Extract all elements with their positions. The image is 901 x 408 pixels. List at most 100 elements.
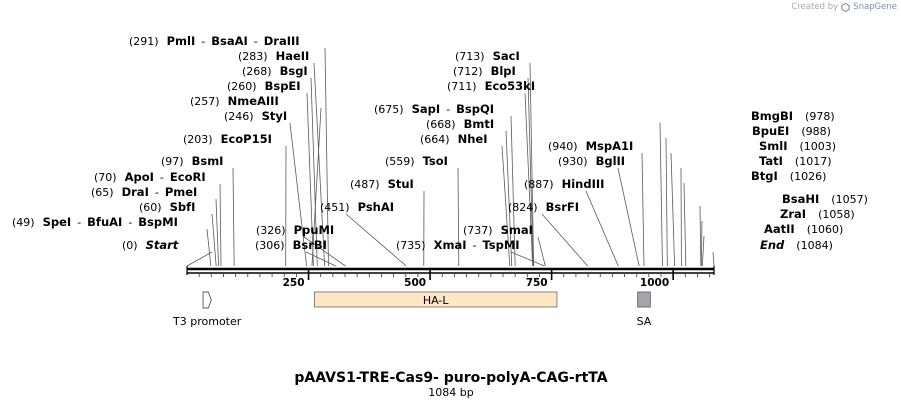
cut-site-leader bbox=[215, 198, 220, 267]
tick-label: 1000 bbox=[640, 277, 669, 289]
cut-position: (257) bbox=[190, 95, 220, 108]
cut-site-label: (257)NmeAIII bbox=[190, 94, 279, 108]
cut-site-leader bbox=[659, 122, 663, 267]
cut-site-leader bbox=[232, 167, 235, 267]
cut-site-label: (65)DraI-PmeI bbox=[91, 185, 197, 199]
cut-site-leader bbox=[665, 137, 668, 267]
enzyme-name: BsaAI bbox=[211, 34, 248, 48]
enzyme-name: PshAI bbox=[358, 200, 394, 214]
cut-site-label: (737)SmaI bbox=[463, 223, 533, 237]
cut-site-leader bbox=[311, 107, 322, 267]
enzyme-name: XmaI bbox=[434, 238, 467, 252]
enzyme-name: HindIII bbox=[562, 177, 605, 191]
cut-site-leader bbox=[641, 152, 645, 267]
cut-position: (1060) bbox=[807, 223, 844, 236]
enzyme-name: NheI bbox=[458, 132, 488, 146]
enzyme-name: BsgI bbox=[280, 64, 308, 78]
cut-position: (930) bbox=[558, 155, 588, 168]
cut-site-leader bbox=[529, 62, 535, 267]
cut-site-leader bbox=[617, 167, 640, 267]
enzyme-name: StyI bbox=[262, 109, 288, 123]
cut-site-leader bbox=[305, 251, 336, 267]
cut-site-leader bbox=[524, 92, 534, 267]
cut-site-label: BmgBI (978) bbox=[751, 109, 835, 123]
cut-position: (0) bbox=[122, 239, 138, 252]
cut-site-label: (675) SapI-BspQI bbox=[374, 102, 494, 116]
snapgene-credit: Created by SnapGene bbox=[791, 2, 897, 12]
cut-site-label: (326) PpuMI bbox=[256, 223, 334, 237]
cut-site-label: (487)StuI bbox=[350, 177, 414, 191]
snapgene-logo-icon bbox=[841, 2, 850, 12]
cut-position: (326) bbox=[256, 224, 286, 237]
enzyme-name: EcoP15I bbox=[221, 132, 272, 146]
cut-position: (306) bbox=[255, 239, 285, 252]
cut-site-label: End(1084) bbox=[760, 238, 833, 252]
cut-site-label: SmlI (1003) bbox=[759, 139, 836, 153]
cut-site-leader bbox=[701, 235, 705, 267]
cut-site-leader bbox=[310, 77, 318, 267]
tick-label: 750 bbox=[526, 277, 548, 289]
cut-site-label: (260)BspEI bbox=[227, 79, 301, 93]
enzyme-name: BsmI bbox=[192, 154, 224, 168]
cut-site-label: (664)NheI bbox=[420, 132, 487, 146]
cut-position: (824) bbox=[508, 201, 538, 214]
cut-site-label: (246)StyI bbox=[224, 109, 287, 123]
enzyme-name: BsrFI bbox=[546, 200, 579, 214]
enzyme-name: AatII bbox=[764, 222, 795, 236]
cut-position: (1003) bbox=[800, 140, 837, 153]
cut-site-leader bbox=[505, 130, 513, 267]
cut-site-leader bbox=[306, 92, 314, 267]
cut-site-label: (70)ApoI-EcoRI bbox=[94, 170, 206, 184]
tick-label: 250 bbox=[283, 277, 305, 289]
ruler-ticks: 250 500 750 1000 bbox=[198, 268, 711, 289]
enzyme-name: TsoI bbox=[423, 154, 448, 168]
enzyme-name: PmeI bbox=[165, 185, 198, 199]
cut-position: (940) bbox=[548, 140, 578, 153]
cut-position: (737) bbox=[463, 224, 493, 237]
cut-position: (675) bbox=[374, 103, 404, 116]
map-title: pAAVS1-TRE-Cas9- puro-polyA-CAG-rtTA bbox=[294, 370, 607, 386]
cut-site-leader bbox=[501, 145, 511, 267]
enzyme-name: SmlI bbox=[759, 139, 788, 153]
cut-position: (712) bbox=[453, 65, 483, 78]
cut-position: (887) bbox=[524, 178, 554, 191]
cut-site-leaders bbox=[186, 47, 715, 267]
cut-position: (668) bbox=[426, 118, 456, 131]
cut-position: (1057) bbox=[831, 193, 868, 206]
cut-position: (559) bbox=[385, 155, 415, 168]
feature-label: T3 promoter bbox=[172, 315, 242, 328]
cut-site-label: (60)SbfI bbox=[139, 200, 195, 214]
name-separator: - bbox=[155, 186, 159, 199]
enzyme-name: BmgBI bbox=[751, 109, 793, 123]
enzyme-name: BspQI bbox=[456, 102, 494, 116]
cut-site-label: (940) MspA1I bbox=[548, 139, 633, 153]
cut-site-label: (735)XmaI-TspMI bbox=[396, 238, 520, 252]
cut-position: (451) bbox=[320, 201, 350, 214]
cut-site-leader bbox=[585, 190, 619, 267]
cut-site-leader bbox=[683, 182, 687, 267]
enzyme-name: PpuMI bbox=[294, 223, 335, 237]
tick-label: 500 bbox=[404, 277, 426, 289]
enzyme-name: DraI bbox=[122, 185, 149, 199]
sequence-backbone bbox=[186, 266, 715, 275]
cut-site-label: (824) BsrFI bbox=[508, 200, 579, 214]
name-separator: - bbox=[254, 35, 258, 48]
feature-label: HA-L bbox=[423, 294, 450, 307]
enzyme-name: TspMI bbox=[482, 238, 519, 252]
cut-site-leader bbox=[699, 205, 702, 267]
cut-site-label: (713)SacI bbox=[455, 49, 520, 63]
enzyme-name: SapI bbox=[412, 102, 441, 116]
credit-brand: SnapGene bbox=[853, 2, 897, 12]
enzyme-name: SbfI bbox=[170, 200, 196, 214]
enzyme-name: MspA1I bbox=[586, 139, 634, 153]
cut-site-leader bbox=[537, 236, 546, 267]
cut-position: (1058) bbox=[818, 208, 855, 221]
name-separator: - bbox=[201, 35, 205, 48]
name-separator: - bbox=[446, 103, 450, 116]
cut-position: (735) bbox=[396, 239, 426, 252]
enzyme-name: BsaHI bbox=[782, 192, 819, 206]
credit-prefix: Created by bbox=[791, 2, 839, 12]
cut-position: (978) bbox=[805, 110, 835, 123]
